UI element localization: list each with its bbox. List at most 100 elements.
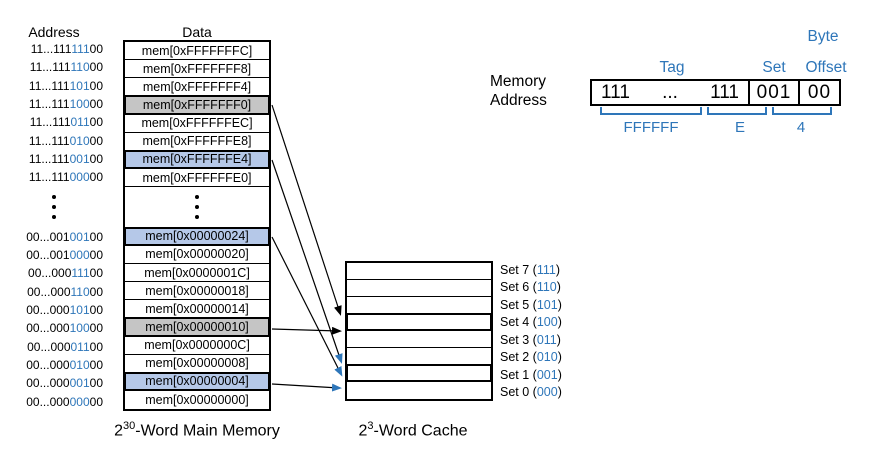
set-label: Set 6 (110) <box>500 279 620 297</box>
memory-row: mem[0xFFFFFFF8] <box>125 60 269 79</box>
hex-bracket-tag <box>600 107 702 115</box>
set-label-text: Set 4 ( <box>500 315 537 330</box>
tag-bits-right: 111 <box>710 81 739 103</box>
address-bits: 00 <box>89 284 103 299</box>
address-bits: 00...000 <box>26 358 70 373</box>
memory-row: mem[0xFFFFFFF4] <box>125 78 269 97</box>
set-label-text: ) <box>557 385 562 400</box>
cache-row <box>347 382 491 399</box>
ellipsis-dot <box>195 194 199 199</box>
set-field-label: Set <box>762 59 786 76</box>
tag-bits-left: 111 <box>601 81 630 103</box>
address-bits: 010 <box>69 133 90 148</box>
cache-row <box>347 297 491 314</box>
address-bits: 00 <box>89 97 103 112</box>
cache-row <box>347 331 491 348</box>
address-bits: 00 <box>89 358 103 373</box>
set-label-text: Set 7 ( <box>500 262 537 277</box>
address-bits: 00...000 <box>26 303 70 318</box>
set-label-text: 100 <box>536 315 558 330</box>
hex-bracket-4 <box>772 107 832 115</box>
memory-row: mem[0xFFFFFFF0] <box>125 96 269 115</box>
address-bits: 001 <box>69 376 90 391</box>
address-column-header: Address <box>28 24 80 40</box>
address-bits: 00 <box>89 376 103 391</box>
set-label-text: Set 0 ( <box>500 385 537 400</box>
address-bits: 00 <box>89 394 103 409</box>
set-label-text: ) <box>557 297 562 312</box>
address-bits: 00 <box>89 229 103 244</box>
address-bits: 00...000 <box>28 266 72 281</box>
set-label-text: Set 2 ( <box>500 350 537 365</box>
caption-rest: -Word Main Memory <box>135 422 280 440</box>
main-memory-table: mem[0xFFFFFFFC]mem[0xFFFFFFF8]mem[0xFFFF… <box>123 40 271 411</box>
caption-exponent: 3 <box>367 420 374 432</box>
address-bits: 00...000 <box>27 284 71 299</box>
address-bits: 100 <box>69 321 90 336</box>
arrow-fffffff0-to-set4 <box>271 104 342 316</box>
caption-rest: -Word Cache <box>373 422 468 440</box>
set-label-text: ) <box>556 332 561 347</box>
address-bits: 00 <box>89 248 103 263</box>
address-bits: 00 <box>89 170 103 185</box>
tag-bits-cell: 111 ... 111 <box>592 81 748 104</box>
cache-row <box>347 348 491 365</box>
set-label-text: 111 <box>536 262 556 277</box>
arrow-ffffffe4-to-set1 <box>271 159 343 364</box>
address-bits: 11...111 <box>28 133 70 148</box>
memory-row: mem[0xFFFFFFE0] <box>125 168 269 188</box>
address-bits: 011 <box>70 115 90 130</box>
address-bits: 00 <box>89 60 103 75</box>
set-label-text: ) <box>555 262 561 277</box>
cache-row <box>347 314 491 331</box>
set-label-text: Set 1 ( <box>500 367 537 382</box>
address-bits: 00 <box>89 321 103 336</box>
cache-set-labels: Set 7 (111)Set 6 (110)Set 5 (101)Set 4 (… <box>500 261 620 401</box>
hex-label-4: 4 <box>796 119 806 136</box>
set-bits-cell: 001 <box>748 81 798 104</box>
set-label-text: 011 <box>536 332 557 347</box>
address-bits: 00 <box>89 152 103 167</box>
memory-row: mem[0x00000014] <box>125 300 269 319</box>
hex-label-ffffff: FFFFFF <box>623 119 679 136</box>
memory-address-label: Memory Address <box>490 72 547 110</box>
set-label: Set 0 (000) <box>500 384 620 402</box>
set-label-text: ) <box>557 367 562 382</box>
memory-row: mem[0x00000010] <box>125 318 269 337</box>
cache-caption: 23-Word Cache <box>313 420 513 440</box>
offset-field-label: Offset <box>805 59 847 76</box>
set-label: Set 4 (100) <box>500 314 620 332</box>
address-bits: 00 <box>89 303 103 318</box>
address-bits: 11...111 <box>28 97 70 112</box>
address-bits: 11...111 <box>28 152 70 167</box>
memory-address-label-line1: Memory <box>490 73 546 90</box>
set-label-text: ) <box>557 350 562 365</box>
data-column-header: Data <box>182 24 212 40</box>
address-bits: 010 <box>69 358 90 373</box>
address-bits: 001 <box>69 152 90 167</box>
memory-row: mem[0x00000004] <box>125 372 269 391</box>
address-bits: 001 <box>69 229 90 244</box>
memory-address-label-line2: Address <box>490 92 547 109</box>
memory-row: mem[0x00000000] <box>125 390 269 410</box>
address-bits: 000 <box>69 394 90 409</box>
memory-row: mem[0xFFFFFFE8] <box>125 132 269 151</box>
set-label-text: 110 <box>536 280 557 295</box>
address-bits: 100 <box>69 97 90 112</box>
hex-label-e: E <box>734 119 745 136</box>
memory-row: mem[0xFFFFFFE4] <box>125 150 269 169</box>
address-bits: 00 <box>89 133 103 148</box>
ellipsis-dot <box>52 205 56 210</box>
address-bits: 11...111 <box>29 115 71 130</box>
caption-base: 2 <box>358 422 368 440</box>
address-bits: 110 <box>70 60 90 75</box>
set-label: Set 3 (011) <box>500 331 620 349</box>
set-label-text: 101 <box>536 297 558 312</box>
